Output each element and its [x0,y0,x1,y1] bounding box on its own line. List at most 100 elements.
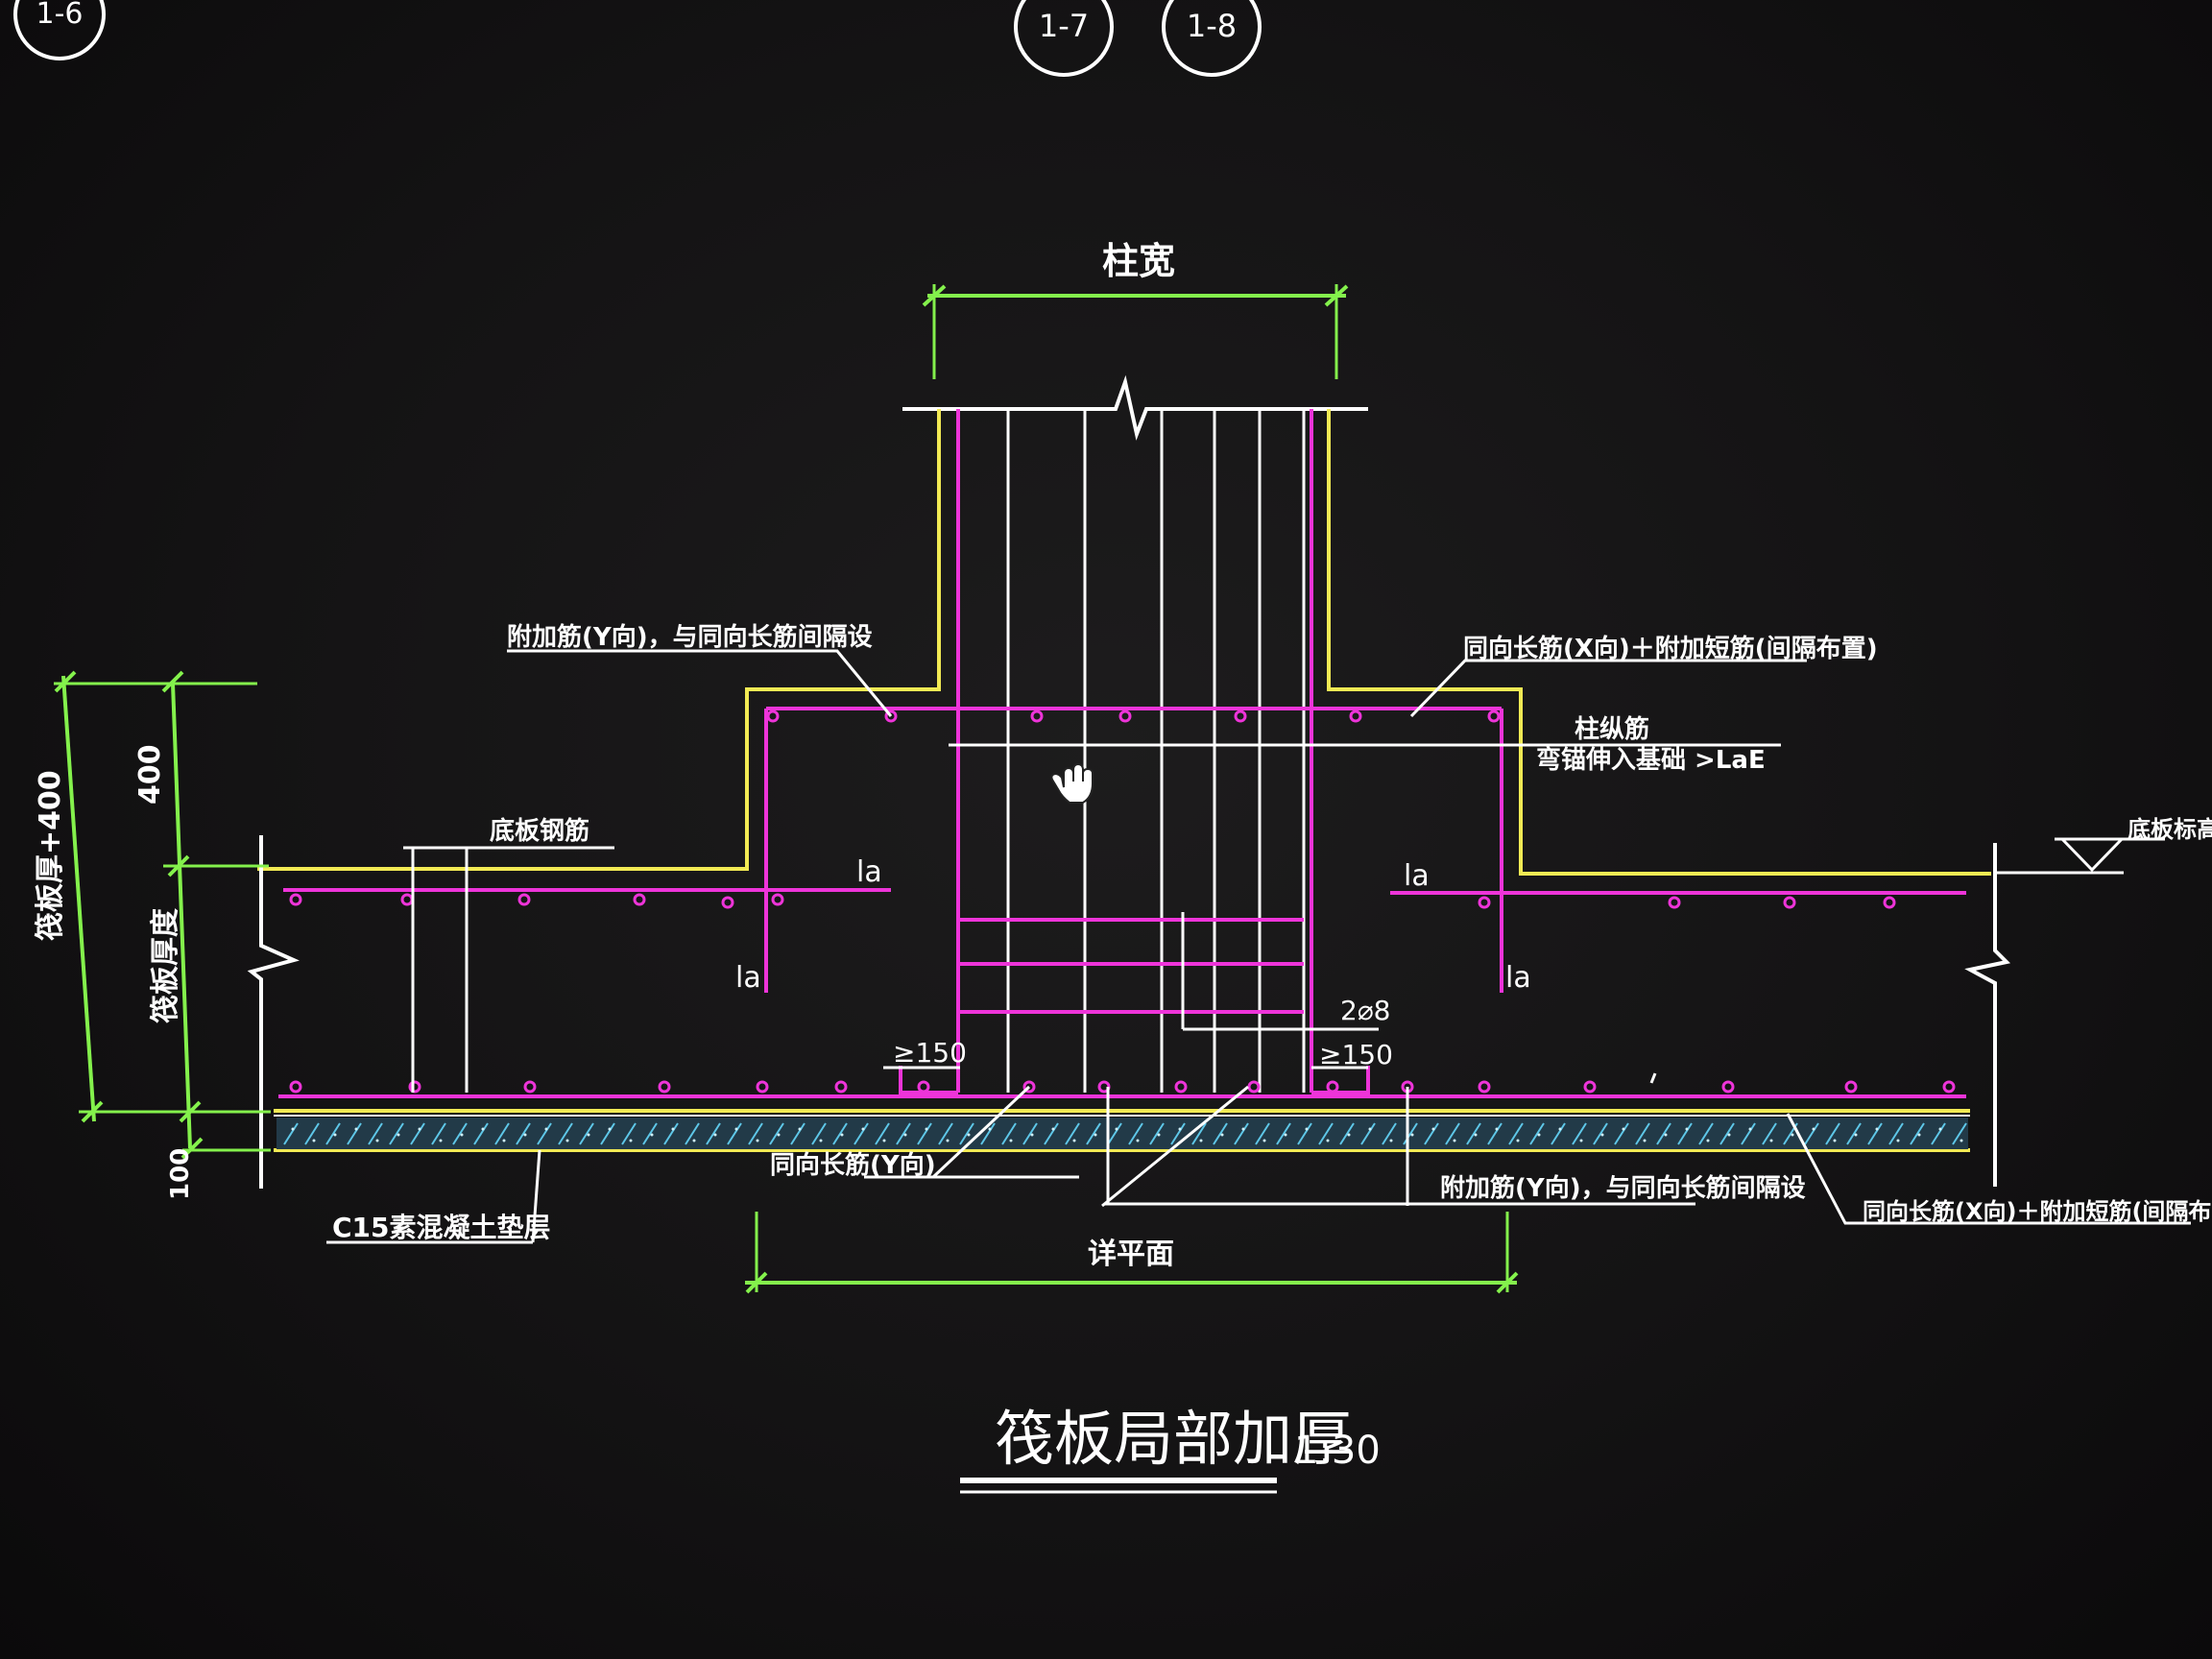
hatch-stroke [854,1122,869,1145]
hatch-stroke [1107,1122,1122,1145]
hatch-stroke [621,1122,637,1145]
column-thickening-outline-right [1327,409,1991,876]
la-label: la [1404,859,1430,893]
hatch-dot [439,1139,443,1142]
hatch-stroke [1762,1122,1777,1145]
bottom-note-1: 同向长筋(Y向) [770,1150,936,1180]
hatch-stroke [389,1122,404,1145]
hatch-dot [502,1139,506,1142]
hatch-stroke [368,1122,383,1145]
hatch-dot [544,1127,548,1131]
hatch-stroke [1635,1122,1650,1145]
hatch-dot [1769,1139,1773,1142]
hatch-stroke [959,1122,974,1145]
hatch-stroke [727,1122,742,1145]
hatch-dot [418,1127,421,1131]
hatch-stroke [1044,1122,1059,1145]
hatch-stroke [1403,1122,1418,1145]
hatch-dot [882,1139,886,1142]
slab-width-label: 详平面 [1088,1238,1174,1271]
hatch-dot [460,1133,464,1137]
hatch-dot [291,1127,295,1131]
hatch-stroke [1867,1122,1883,1145]
hatch-dot [1558,1127,1562,1131]
hatch-stroke [663,1122,679,1145]
hatch-stroke [1487,1122,1503,1145]
left-dimensions [54,670,271,1160]
hatch-dot [1453,1139,1456,1142]
hatch-dot [1009,1139,1013,1142]
leader-lines [326,649,2191,1244]
hatch-dot [777,1133,781,1137]
hatch-stroke [1191,1122,1207,1145]
hatch-stroke [1001,1122,1017,1145]
hatch-dot [333,1133,337,1137]
hatch-stroke [1804,1122,1819,1145]
hatch-stroke [452,1122,468,1145]
hatch-dot [1431,1127,1435,1131]
hatch-dot [565,1139,569,1142]
hatch-stroke [980,1122,996,1145]
hatch-dot [819,1139,823,1142]
hatch-stroke [1318,1122,1334,1145]
hatch-dot [1579,1139,1583,1142]
hatch-stroke [1825,1122,1840,1145]
hatch-stroke [1297,1122,1312,1145]
hatch-dot [312,1139,316,1142]
hatch-dot [1115,1127,1118,1131]
hatch-dot [1917,1133,1921,1137]
hatch-dot [1474,1133,1478,1137]
hatch-dot [354,1127,358,1131]
hatch-dot [608,1127,612,1131]
hatch-dot [1896,1139,1900,1142]
hatch-dot [587,1133,590,1137]
hatch-stroke [537,1122,552,1145]
hatch-dot [1030,1133,1034,1137]
hatch-dot [967,1133,971,1137]
axis-marker-1-7[interactable]: 1-7 [1014,0,1114,77]
hatch-stroke [1276,1122,1291,1145]
concrete-note: C15素混凝土垫层 [332,1212,551,1243]
hatch-stroke [642,1122,658,1145]
hatch-stroke [1910,1122,1925,1145]
hatch-dot [1051,1127,1055,1131]
hatch-dot [798,1127,802,1131]
hatch-stroke [1382,1122,1397,1145]
axis-marker-label: 1-7 [1039,8,1089,44]
hatch-stroke [1677,1122,1693,1145]
anchor-note-2: 弯锚伸入基础 >LaE [1536,745,1766,775]
hatch-dot [692,1139,696,1142]
hatch-stroke [494,1122,510,1145]
hatch-stroke [1086,1122,1101,1145]
hatch-dot [840,1133,844,1137]
hatch-dot [903,1133,907,1137]
hatch-dot [1241,1127,1245,1131]
hatch-stroke [1846,1122,1862,1145]
hatch-dot [1791,1133,1794,1137]
hatch-stroke [1698,1122,1714,1145]
hatch-stroke [1128,1122,1143,1145]
elevation-marker [1997,837,2165,875]
hatch-dot [671,1127,675,1131]
hatch-dot [1368,1127,1372,1131]
hatch-dot [1600,1133,1604,1137]
hatch-dot [1220,1133,1224,1137]
hatch-stroke [896,1122,911,1145]
hatch-stroke [1149,1122,1165,1145]
column-width-label: 柱宽 [1102,240,1175,282]
hatch-stroke [1529,1122,1545,1145]
hatch-dot [946,1139,950,1142]
concrete-hatch [283,1122,1967,1145]
hatch-dot [1305,1127,1309,1131]
hatch-stroke [1593,1122,1608,1145]
hatch-dot [1643,1139,1647,1142]
axis-marker-label: 1-8 [1187,8,1237,44]
slab-width-dimension [745,1212,1519,1294]
hatch-stroke [283,1122,299,1145]
axis-marker-label: 1-6 [36,0,84,31]
elevation-label: 底板标高 [2128,816,2212,843]
hatch-stroke [832,1122,848,1145]
hatch-stroke [1339,1122,1355,1145]
axis-marker-1-6[interactable]: 1-6 [13,0,106,60]
axis-marker-1-8[interactable]: 1-8 [1162,0,1262,77]
